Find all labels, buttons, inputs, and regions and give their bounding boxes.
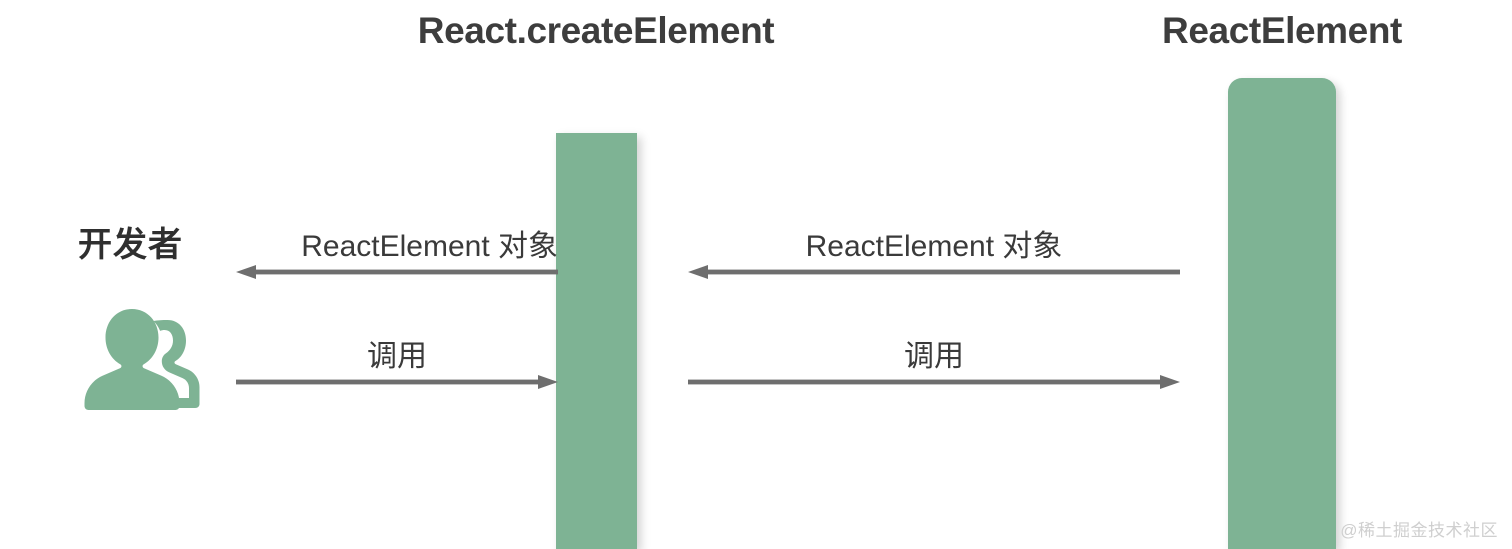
message-label-return-right: ReactElement 对象 [805,230,1063,263]
message-call-right: 调用 [688,322,1180,392]
watermark: @稀土掘金技术社区 [1340,521,1498,540]
message-call-left: 调用 [236,322,558,392]
column-title-react-element: ReactElement [1162,10,1402,51]
message-label-call-left: 调用 [367,340,427,373]
lifeline-bar-react-element [1228,78,1336,549]
column-title-create-element: React.createElement [417,10,775,51]
arrow-right-icon [688,375,1180,389]
message-return-left: ReactElement 对象 [236,212,558,282]
actor-label-developer: 开发者 [78,226,183,264]
arrow-left-icon [236,265,558,279]
arrow-right-icon [236,375,558,389]
message-label-call-right: 调用 [904,340,964,373]
message-label-return-left: ReactElement 对象 [301,230,558,263]
lifeline-bar-create-element [556,133,637,549]
arrow-left-icon [688,265,1180,279]
users-icon [84,303,200,411]
message-return-right: ReactElement 对象 [688,212,1180,282]
